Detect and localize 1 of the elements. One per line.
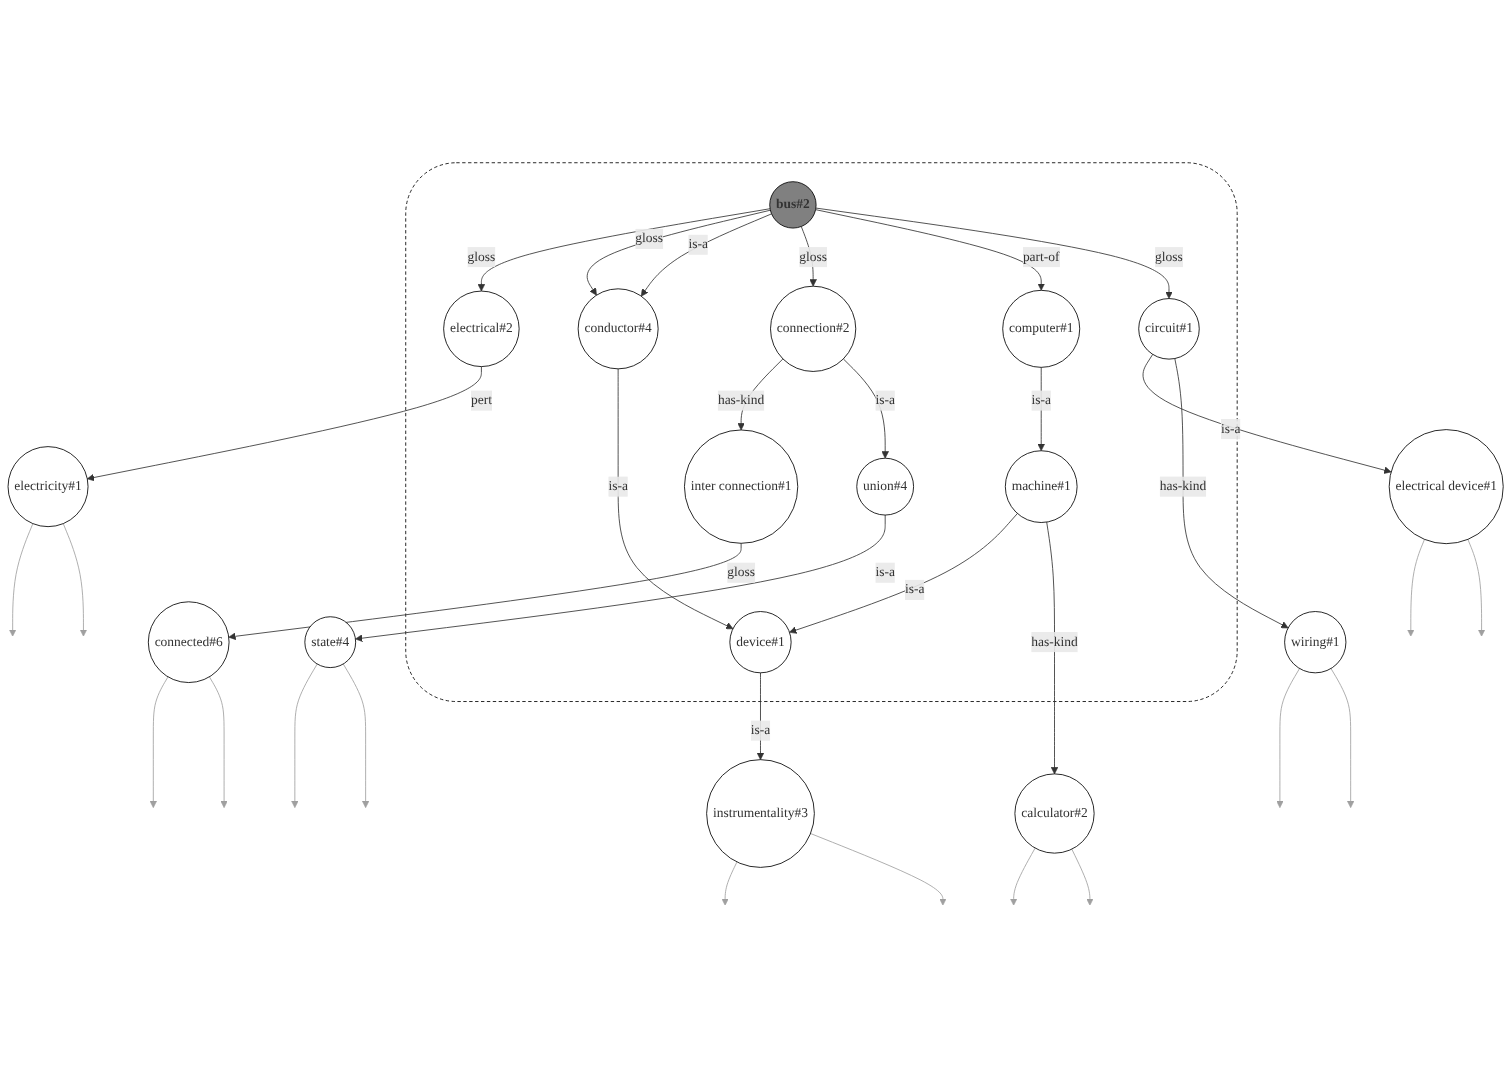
cluster: [405, 161, 1238, 701]
